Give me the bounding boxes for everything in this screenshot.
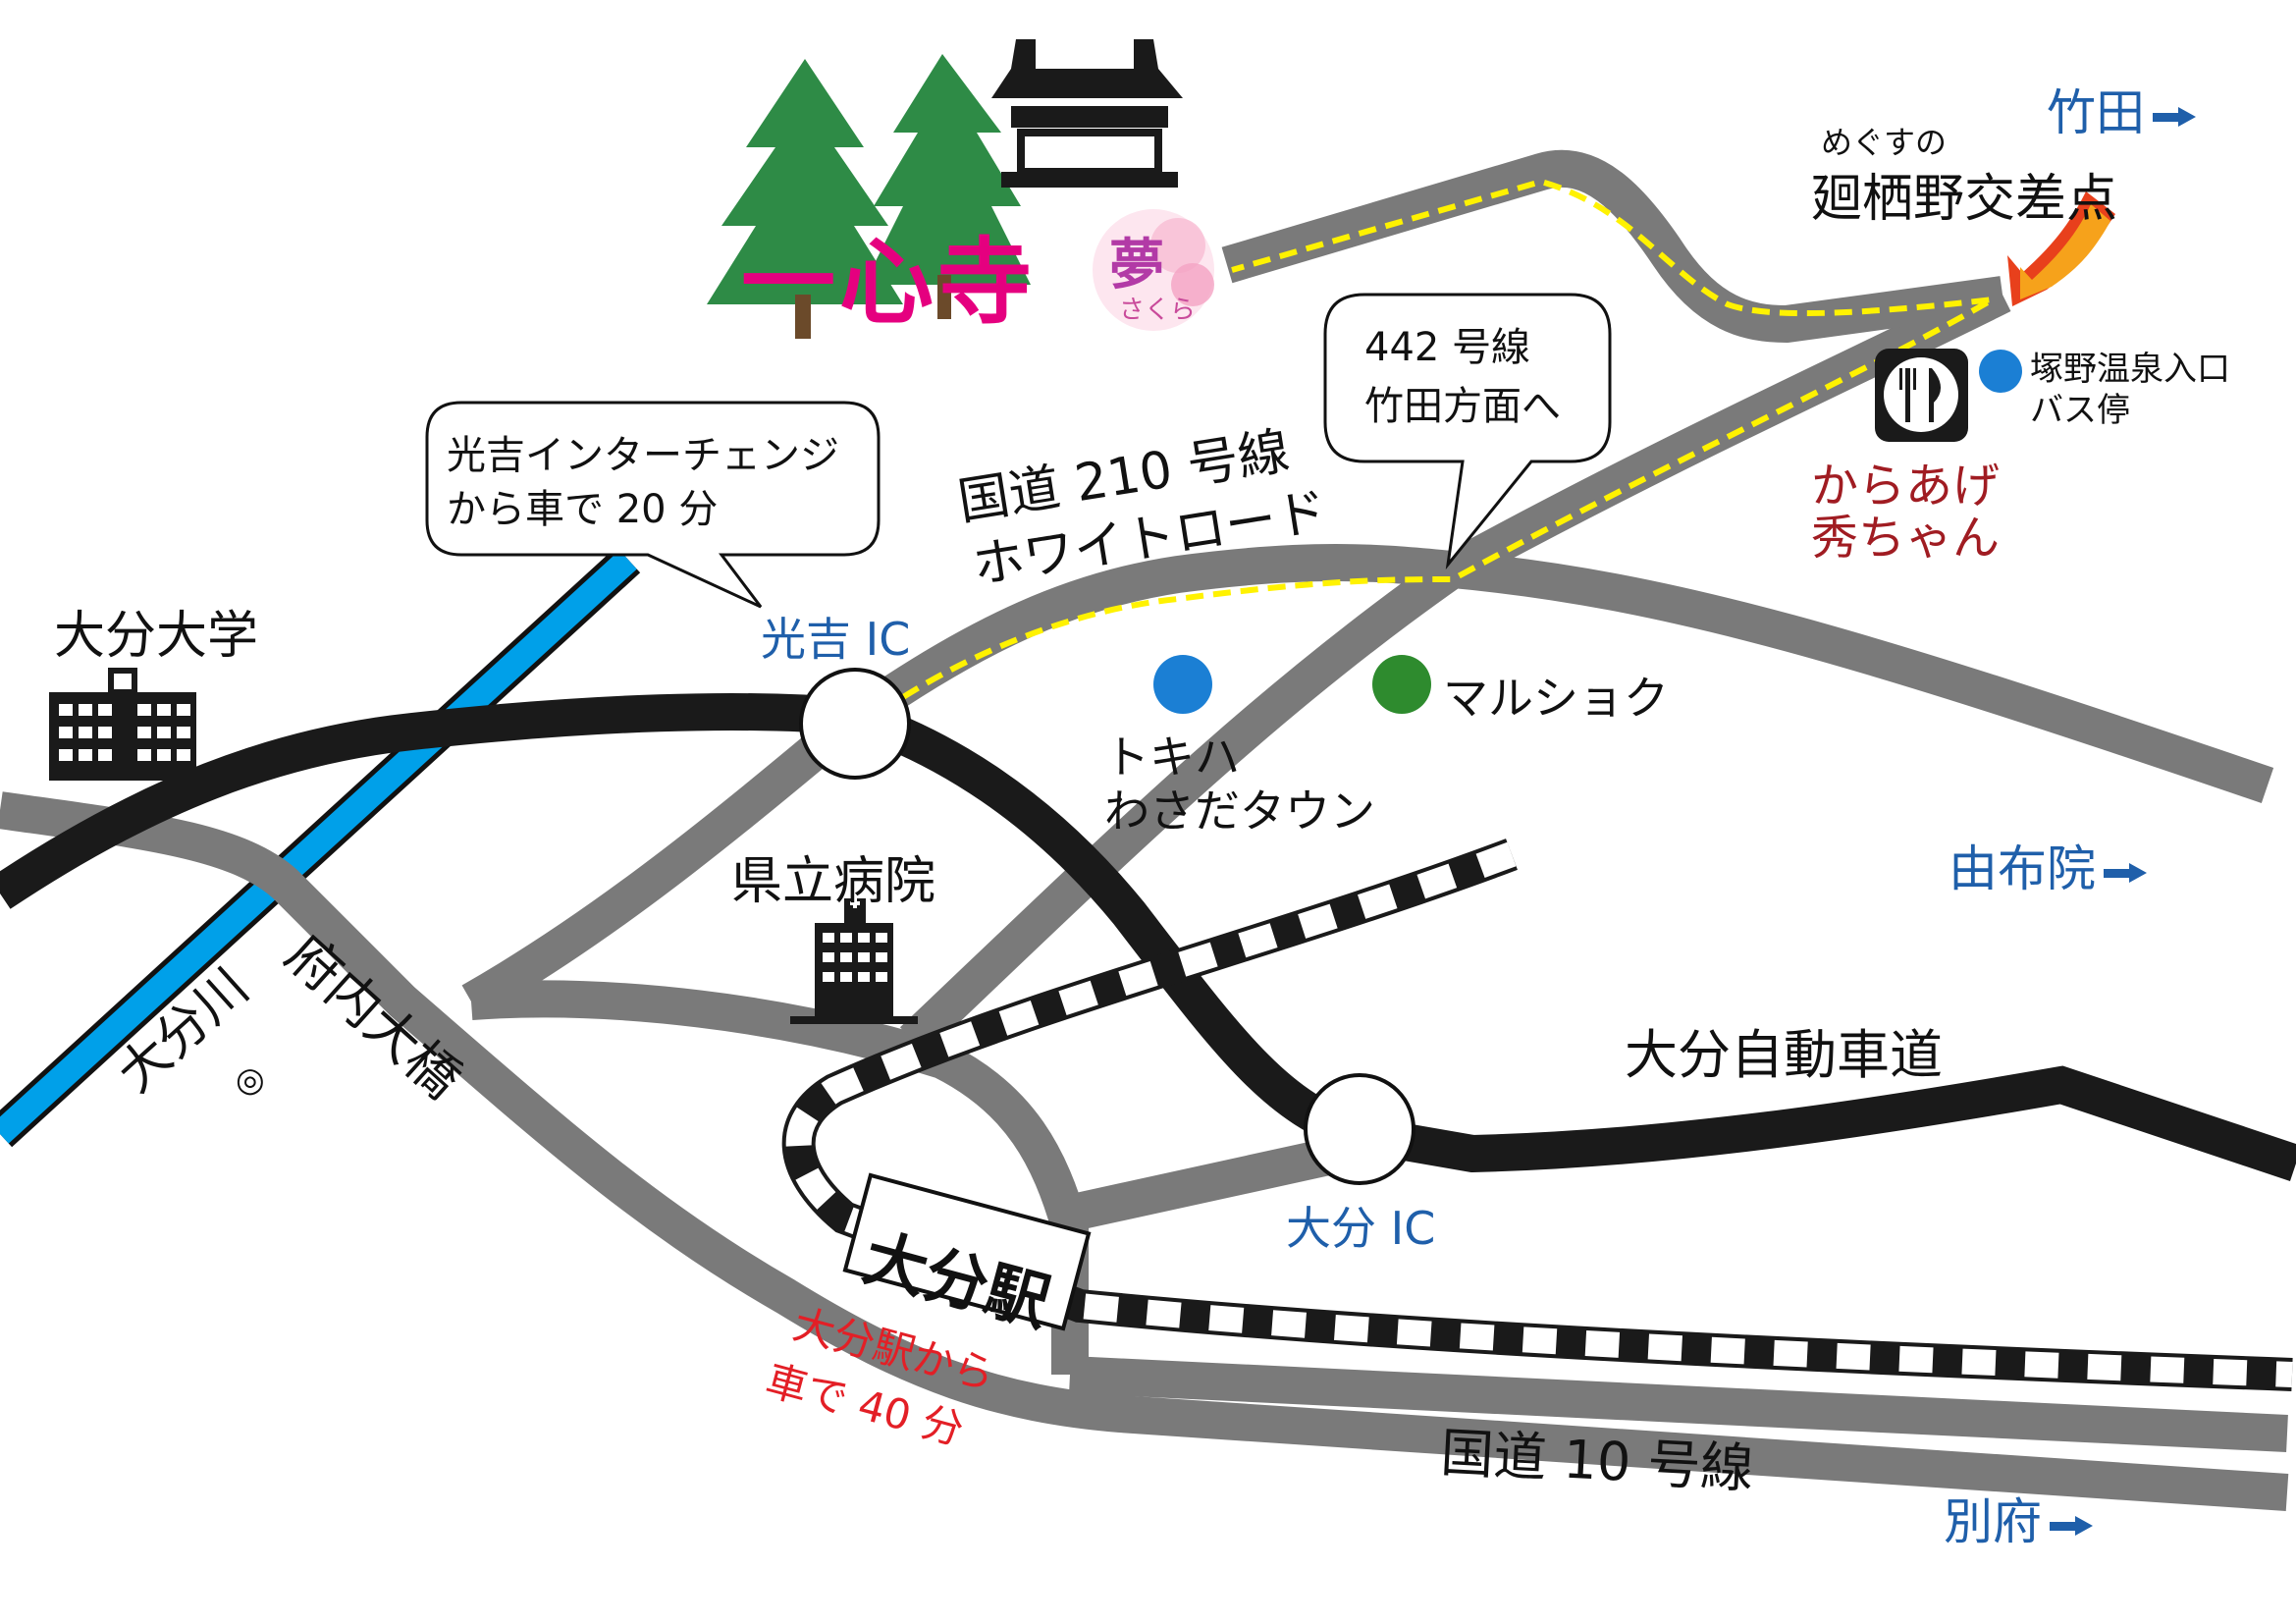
road-route442: [1221, 149, 2005, 343]
intersection-label: 廻栖野交差点: [1811, 170, 2118, 229]
brand-sub-kana: さくら: [1119, 296, 1197, 325]
tokiwa-label-line2: わさだタウン: [1104, 785, 1375, 838]
direction-yufuin: 由布院: [1949, 830, 2147, 900]
direction-yufuin-text: 由布院: [1949, 840, 2096, 897]
landmark-symbol: ◎: [236, 1060, 265, 1100]
intersection-arrow-icon: [2007, 191, 2115, 306]
bus-stop-label-line1: 塚野温泉入口: [2030, 350, 2230, 389]
road-funai-bridge: [0, 791, 2289, 1511]
callout-442-line1: 442 号線: [1364, 325, 1531, 370]
ic-oita-circle: [1304, 1073, 1415, 1185]
direction-beppu-text: 別府: [1944, 1493, 2042, 1550]
direction-beppu: 別府: [1944, 1483, 2093, 1553]
temple-icon: [991, 39, 1183, 188]
oita-station-sign: [842, 1172, 1092, 1331]
oita-univ-label: 大分大学: [54, 607, 259, 666]
ic-mitsuyoshi-circle: [799, 668, 911, 780]
road-route10-branch: [1069, 1356, 2288, 1452]
callout-mitsuyoshi-bubble: [425, 401, 881, 609]
tokiwa-dot: [1153, 655, 1212, 714]
arrow-right-icon: [2153, 106, 2196, 127]
road-route210-lower: [832, 544, 1455, 742]
direction-taketa-text: 竹田: [2047, 84, 2145, 141]
direction-taketa: 竹田: [2047, 74, 2196, 144]
expressway-label: 大分自動車道: [1625, 1024, 1943, 1086]
intersection-ruby: めぐすの: [1821, 124, 1948, 161]
restaurant-icon: [1875, 349, 1968, 442]
road-to-junction: [899, 554, 1464, 1055]
tokiwa-label-line1: トキハ: [1104, 731, 1240, 784]
ic-mitsuyoshi-label: 光吉 IC: [761, 613, 911, 666]
pref-hospital-label: 県立病院: [731, 852, 936, 911]
arrow-right-icon: [2050, 1515, 2093, 1536]
brand-name: 一心寺: [741, 228, 1036, 338]
tree-icon: [707, 54, 1031, 339]
bus-stop-label-line2: バス停: [2030, 391, 2130, 430]
ic-oita-label: 大分 IC: [1286, 1202, 1436, 1255]
road-oita-ic-link: [1045, 1130, 1369, 1236]
sakura-badge-icon: [1093, 209, 1214, 331]
restaurant-label-line2: 秀ちゃん: [1811, 511, 2001, 566]
railway: [781, 839, 2293, 1391]
marushoku-dot: [1372, 655, 1431, 714]
bus-stop-dot: [1979, 350, 2022, 393]
callout-mitsuyoshi-line1: 光吉インターチェンジ: [447, 433, 839, 478]
marushoku-label: マルショク: [1443, 672, 1669, 725]
arrow-right-icon: [2104, 862, 2147, 883]
brand-sub-kanji: 夢: [1109, 234, 1164, 298]
callout-442-line2: 竹田方面へ: [1364, 384, 1561, 429]
road-yufuin: [1451, 551, 2274, 803]
restaurant-label-line1: からあげ: [1811, 459, 2001, 514]
expressway: [0, 693, 2296, 1182]
road-route210-upper: [1443, 278, 2011, 586]
road-ic-to-hospital: [461, 712, 857, 1018]
university-icon: [49, 668, 196, 781]
route10-label: 国道 10 号線: [1439, 1421, 1755, 1500]
callout-mitsuyoshi-line2: から車で 20 分: [447, 487, 719, 532]
callout-442-bubble: [1323, 293, 1612, 570]
hospital-icon: [790, 898, 918, 1024]
